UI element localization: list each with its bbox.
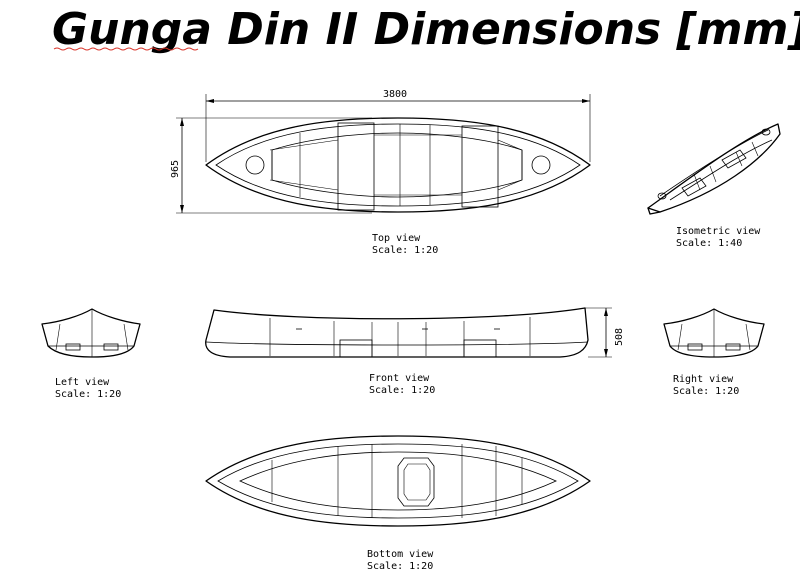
front-view-label: Front view [369,373,430,384]
front-view: 508 Front view Scale: 1:20 [205,307,625,396]
bottom-view-label: Bottom view [367,549,434,560]
bottom-view-scale: Scale: 1:20 [367,561,433,572]
top-view: 3800 965 Top vi [170,89,591,256]
left-view: Left view Scale: 1:20 [41,308,141,400]
width-dimension: 965 [170,117,372,214]
length-dimension-label: 3800 [383,89,407,100]
isometric-view-label: Isometric view [676,226,761,237]
right-view-scale: Scale: 1:20 [673,386,739,397]
page-title: Gunga Din II Dimensions [mm] [52,4,800,55]
isometric-view: Isometric view Scale: 1:40 [647,123,781,249]
spellcheck-underline [53,47,199,51]
top-view-scale: Scale: 1:20 [372,245,438,256]
height-dimension: 508 [585,307,625,358]
left-view-scale: Scale: 1:20 [55,389,121,400]
right-view: Right view Scale: 1:20 [663,308,765,397]
bottom-view: Bottom view Scale: 1:20 [205,435,591,572]
height-dimension-label: 508 [614,328,625,346]
left-view-label: Left view [55,377,110,388]
width-dimension-label: 965 [170,160,181,178]
isometric-view-scale: Scale: 1:40 [676,238,742,249]
front-view-scale: Scale: 1:20 [369,385,435,396]
length-dimension: 3800 [205,89,591,162]
right-view-label: Right view [673,374,734,385]
top-view-label: Top view [372,233,421,244]
